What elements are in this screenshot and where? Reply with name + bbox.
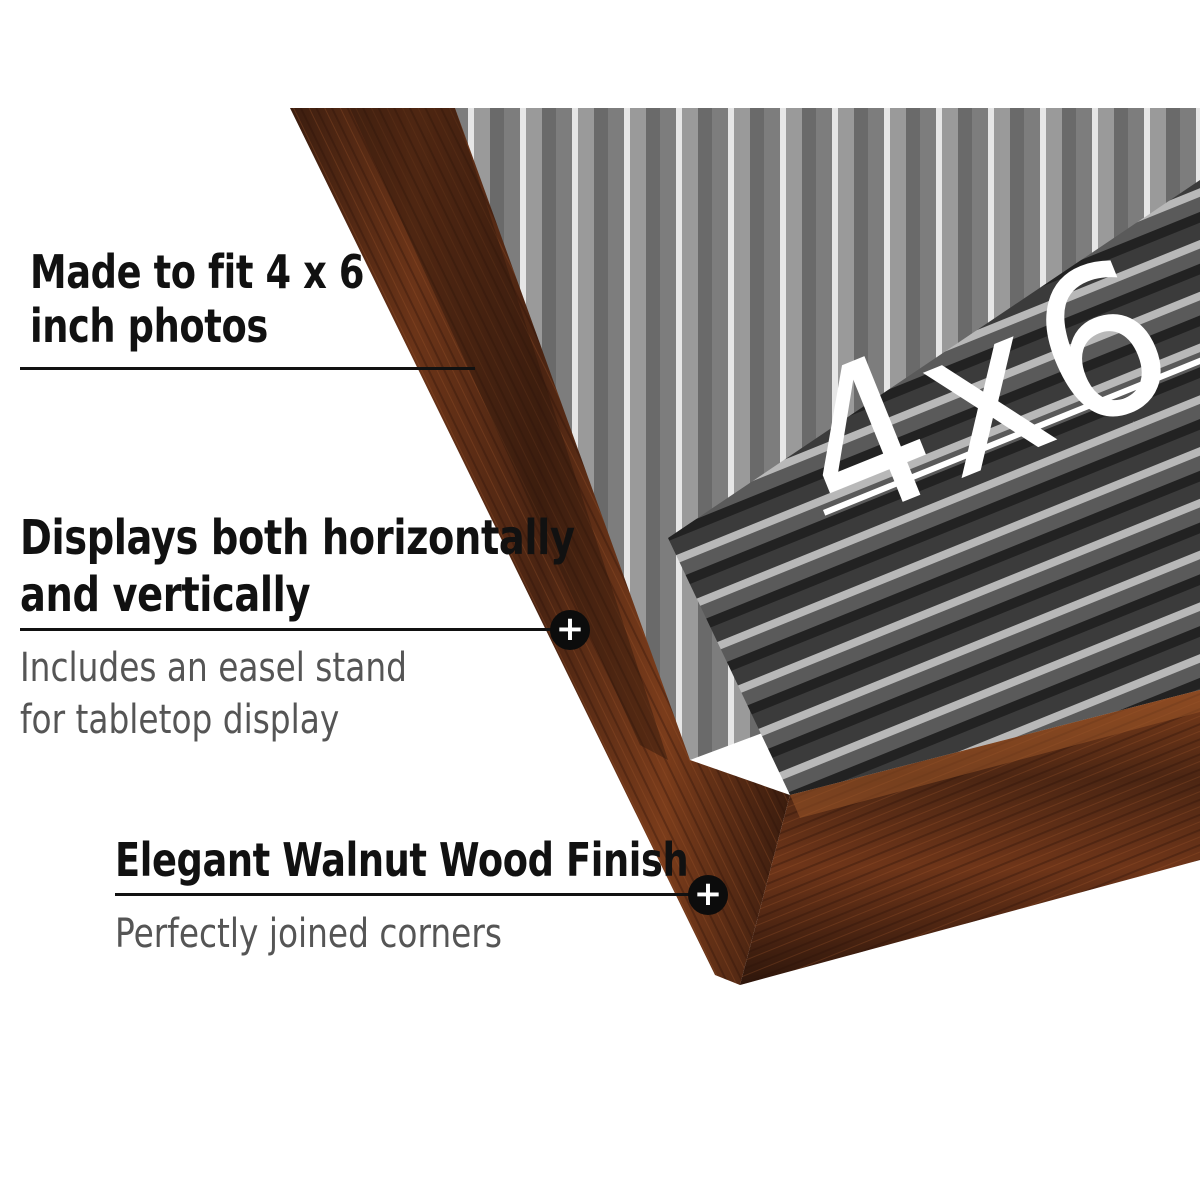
plus-marker-icon: + [550, 610, 590, 650]
feature-3-detail: Perfectly joined corners [115, 908, 502, 960]
feature-1-rule [20, 367, 475, 370]
feature-2-title-line-1: Displays both horizontally [20, 510, 575, 566]
feature-3-detail-line-1: Perfectly joined corners [115, 911, 502, 957]
feature-3-rule [115, 893, 700, 896]
plus-marker-icon: + [688, 875, 728, 915]
feature-1-title: Made to fit 4 x 6 inch photos [30, 245, 364, 354]
feature-2-detail-line-2: for tabletop display [20, 697, 340, 743]
feature-3-title: Elegant Walnut Wood Finish [115, 833, 689, 887]
feature-3-title-line-1: Elegant Walnut Wood Finish [115, 833, 689, 887]
feature-1-title-line-1: Made to fit 4 x 6 [30, 245, 365, 299]
photo-floor-slats [668, 180, 1200, 795]
frame-bottom-bevel [790, 690, 1200, 818]
feature-2-detail: Includes an easel stand for tabletop dis… [20, 642, 407, 746]
feature-2-title: Displays both horizontally and verticall… [20, 510, 575, 623]
frame-bottom-grain [740, 690, 1200, 985]
frame-left-bevel [350, 108, 668, 760]
feature-2-rule [20, 628, 560, 631]
frame-left-grain [290, 108, 790, 985]
feature-1-title-line-2: inch photos [30, 299, 268, 354]
feature-2-detail-line-1: Includes an easel stand [20, 645, 407, 691]
feature-2-title-line-2: and vertically [20, 566, 311, 623]
